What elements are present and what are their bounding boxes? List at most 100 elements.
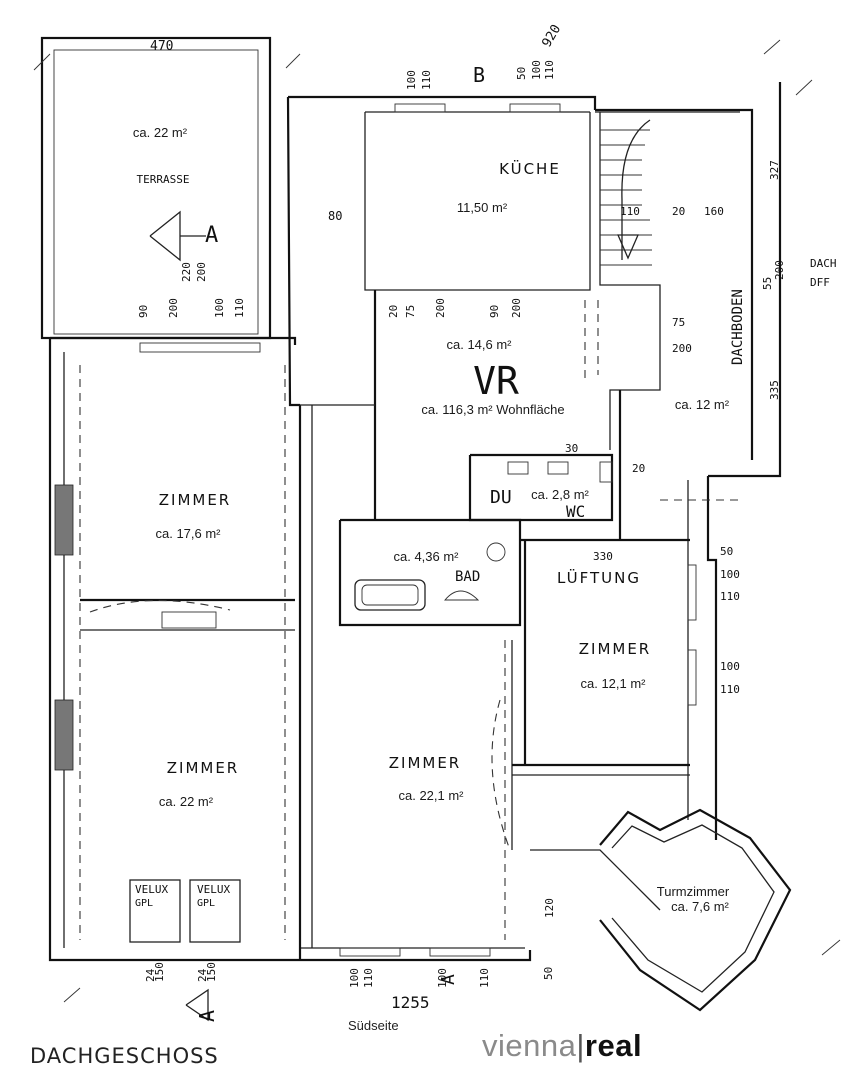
svg-text:GPL: GPL	[197, 898, 215, 909]
total-area: ca. 116,3 m² Wohnfläche	[421, 402, 564, 417]
room-east-area: ca. 12,1 m²	[580, 676, 646, 691]
floor-label: DACHGESCHOSS	[30, 1044, 219, 1068]
tower-room-walls	[599, 808, 792, 1012]
svg-text:20: 20	[632, 462, 645, 475]
dff-label: DFF	[810, 276, 830, 289]
plan-title: VR	[473, 359, 519, 403]
svg-text:30: 30	[565, 442, 578, 455]
attic-name: DACHBODEN	[730, 289, 746, 365]
room-east-name: ZIMMER	[579, 640, 651, 658]
svg-text:55: 55	[761, 277, 774, 290]
attic-area: ca. 12 m²	[675, 397, 730, 412]
svg-text:160: 160	[704, 205, 724, 218]
section-mark-a-bottom: A A	[185, 974, 459, 1022]
svg-text:110: 110	[543, 60, 556, 80]
svg-text:75: 75	[672, 316, 685, 329]
dim-right-height-2: 335	[768, 380, 781, 400]
svg-text:100: 100	[348, 968, 361, 988]
hall-area: ca. 14,6 m²	[446, 337, 512, 352]
svg-text:GPL: GPL	[135, 898, 153, 909]
svg-text:50: 50	[720, 545, 733, 558]
dim-bottom-width: 1255	[391, 993, 430, 1012]
corner-ticks	[33, 39, 841, 1003]
roof-lines	[79, 300, 740, 940]
room-labels: KÜCHE 11,50 m² ca. 14,6 m² VR ca. 116,3 …	[155, 159, 746, 914]
kitchen-name: KÜCHE	[499, 159, 561, 178]
svg-text:24: 24	[196, 968, 209, 982]
svg-text:150: 150	[153, 962, 166, 982]
staircase: 110 20 160	[600, 119, 724, 266]
svg-text:100: 100	[530, 60, 543, 80]
room-sw-name: ZIMMER	[167, 759, 239, 777]
velux-right-label: VELUX	[197, 883, 230, 896]
svg-text:200: 200	[672, 342, 692, 355]
svg-text:80: 80	[328, 209, 342, 223]
dim-top-right: 920	[539, 22, 564, 50]
tower-name: Turmzimmer	[657, 884, 730, 899]
svg-text:200: 200	[434, 298, 447, 318]
section-mark-b: B	[473, 63, 485, 87]
svg-text:110: 110	[720, 590, 740, 603]
orientation-label: Südseite	[348, 1018, 399, 1033]
svg-text:20: 20	[672, 205, 685, 218]
terrace-name: TERRASSE	[137, 173, 190, 186]
section-mark-a-top: A	[149, 210, 218, 262]
brand-logo: vienna|real	[482, 1028, 642, 1064]
svg-text:120: 120	[543, 898, 556, 918]
svg-text:100: 100	[720, 568, 740, 581]
room-center-area: ca. 22,1 m²	[398, 788, 464, 803]
dim-top-width: 470	[150, 39, 173, 54]
room-center-name: ZIMMER	[389, 754, 461, 772]
tower-area: ca. 7,6 m²	[671, 899, 729, 914]
dach-label: DACH	[810, 257, 837, 270]
svg-text:75: 75	[404, 305, 417, 318]
svg-text:100: 100	[213, 298, 226, 318]
bath-area: ca. 4,36 m²	[393, 549, 459, 564]
velux-windows: VELUX VELUX GPL GPL	[129, 879, 241, 943]
kitchen-area: 11,50 m²	[457, 200, 508, 215]
svg-text:100: 100	[436, 968, 449, 988]
windows	[54, 103, 697, 957]
dim-right-height-1: 327	[768, 160, 781, 180]
svg-text:200: 200	[195, 262, 208, 282]
svg-text:90: 90	[137, 305, 150, 318]
svg-text:220: 220	[180, 262, 193, 282]
brand-separator: |	[576, 1028, 585, 1063]
bath-name: BAD	[455, 569, 480, 585]
svg-text:200: 200	[510, 298, 523, 318]
ventilation-name: LÜFTUNG	[557, 568, 641, 587]
svg-text:110: 110	[233, 298, 246, 318]
svg-text:90: 90	[488, 305, 501, 318]
brand-part1: vienna	[482, 1028, 577, 1063]
room-nw-name: ZIMMER	[159, 491, 231, 509]
svg-text:150: 150	[205, 962, 218, 982]
svg-text:200: 200	[773, 260, 786, 280]
shower-wc-area: ca. 2,8 m²	[531, 487, 589, 502]
brand-part2: real	[584, 1028, 643, 1063]
svg-text:50: 50	[542, 967, 555, 980]
svg-text:110: 110	[362, 968, 375, 988]
svg-text:110: 110	[420, 70, 433, 90]
svg-text:20: 20	[387, 305, 400, 318]
fixtures	[354, 461, 613, 611]
terrace: ca. 22 m² TERRASSE 470 A 220 200	[40, 36, 272, 340]
svg-text:110: 110	[720, 683, 740, 696]
svg-text:24: 24	[144, 968, 157, 982]
svg-text:A: A	[195, 1010, 219, 1022]
section-mark-a-bottom-mid: A	[438, 974, 459, 985]
room-sw-area: ca. 22 m²	[159, 794, 214, 809]
velux-left-label: VELUX	[135, 883, 168, 896]
dim-room-330: 330	[593, 550, 613, 563]
svg-text:100: 100	[405, 70, 418, 90]
svg-text:100: 100	[720, 660, 740, 673]
svg-text:50: 50	[515, 67, 528, 80]
dimension-labels: 100 110 B 50 100 110 920 327 335 DACH DF…	[137, 22, 837, 1012]
svg-text:200: 200	[167, 298, 180, 318]
wc-label: WC	[566, 502, 585, 521]
svg-text:110: 110	[478, 968, 491, 988]
terrace-area: ca. 22 m²	[133, 125, 188, 140]
interior-walls	[80, 112, 690, 960]
shower-label: DU	[490, 487, 512, 508]
svg-text:110: 110	[620, 205, 640, 218]
